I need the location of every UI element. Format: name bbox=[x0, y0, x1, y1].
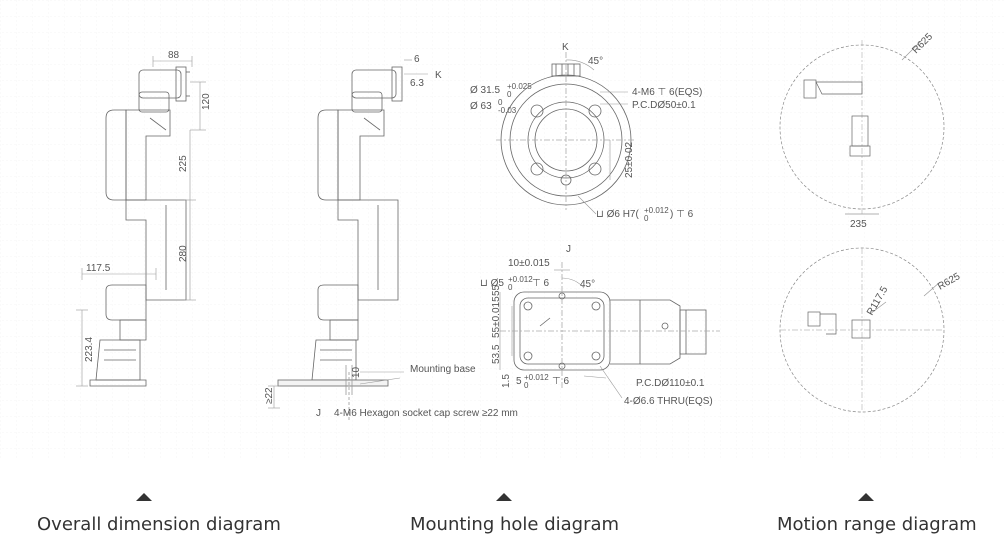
base-pin2-depth: ⊤ 6 bbox=[552, 376, 569, 387]
base-dim-55: 55 bbox=[491, 284, 502, 296]
overall-dim-225: 225 bbox=[178, 155, 189, 172]
base-pin-tol-lower: 0 bbox=[508, 283, 513, 292]
flange-dim-63-tol-lower: -0.03 bbox=[498, 106, 517, 115]
base-dim-10: 10±0.015 bbox=[508, 258, 550, 269]
flange-dim-25: 25±0.02 bbox=[624, 141, 635, 178]
flange-pcd50: P.C.DØ50±0.1 bbox=[632, 100, 696, 111]
side-label-j: J bbox=[316, 408, 321, 419]
flange-angle: 45° bbox=[588, 56, 603, 67]
flange-label-k: K bbox=[562, 42, 569, 53]
flange-h7-depth: ) ⊤ 6 bbox=[670, 209, 694, 220]
side-dim-22: ≥22 bbox=[264, 387, 275, 404]
base-pin2-tol-upper: +0.012 bbox=[524, 373, 549, 382]
overall-dimension-caption: Overall dimension diagram bbox=[37, 514, 281, 535]
motion-range-bottom bbox=[779, 247, 945, 413]
base-label-j: J bbox=[566, 244, 571, 255]
screw-spec-label: 4-M6 Hexagon socket cap screw ≥22 mm bbox=[334, 408, 518, 419]
mounting-hole-caption: Mounting hole diagram bbox=[410, 514, 620, 535]
motion-dim-235: 235 bbox=[850, 219, 867, 230]
base-thru-holes: 4-Ø6.6 THRU(EQS) bbox=[624, 396, 713, 407]
mounting-caption-arrow-icon bbox=[496, 493, 512, 501]
base-dim-55-tol: 55±0.015 bbox=[491, 296, 502, 338]
flange-h7-spec: ⊔ Ø6 H7( bbox=[596, 209, 639, 220]
base-drawing bbox=[499, 262, 720, 399]
overall-caption-arrow-icon bbox=[136, 493, 152, 501]
flange-dim-63-tol-upper: 0 bbox=[498, 98, 503, 107]
overall-dimension-drawing bbox=[76, 56, 206, 387]
side-view-drawing bbox=[268, 59, 428, 420]
motion-range-caption: Motion range diagram bbox=[777, 514, 977, 535]
base-pin-spec: ⊔ Ø5 bbox=[480, 278, 504, 289]
background-grid bbox=[0, 0, 1005, 460]
overall-dim-120: 120 bbox=[201, 93, 212, 110]
motion-caption-arrow-icon bbox=[858, 493, 874, 501]
base-pin-tol-upper: +0.012 bbox=[508, 275, 533, 284]
side-dim-10: 10 bbox=[351, 366, 362, 378]
flange-drawing bbox=[496, 52, 636, 215]
base-angle: 45° bbox=[580, 279, 595, 290]
side-dim-6: 6 bbox=[414, 54, 420, 65]
base-dim-53-5: 53.5 bbox=[491, 344, 502, 364]
base-pin2: 5 bbox=[516, 376, 522, 387]
mounting-base-label: Mounting base bbox=[410, 364, 476, 375]
overall-dim-280: 280 bbox=[178, 245, 189, 262]
overall-dim-223-4: 223.4 bbox=[84, 337, 95, 362]
base-dim-1-5: 1.5 bbox=[501, 374, 512, 388]
base-pcd110: P.C.DØ110±0.1 bbox=[636, 378, 705, 389]
flange-h7-tol-lower: 0 bbox=[644, 214, 649, 223]
flange-dim-63: Ø 63 bbox=[470, 101, 492, 112]
flange-dim-31-5: Ø 31.5 bbox=[470, 85, 500, 96]
side-label-k: K bbox=[435, 70, 442, 81]
overall-dim-117-5: 117.5 bbox=[86, 263, 111, 274]
side-dim-6-3: 6.3 bbox=[410, 78, 424, 89]
base-pin-depth: ⊤ 6 bbox=[532, 278, 549, 289]
flange-dim-31-5-tol-upper: +0.025 bbox=[507, 82, 532, 91]
base-pin2-tol-lower: 0 bbox=[524, 381, 529, 390]
overall-dim-88: 88 bbox=[168, 50, 180, 61]
flange-dim-31-5-tol-lower: 0 bbox=[507, 90, 512, 99]
flange-m6-spec: 4-M6 ⊤ 6(EQS) bbox=[632, 87, 702, 98]
motion-range-top bbox=[779, 39, 945, 215]
flange-h7-tol-upper: +0.012 bbox=[644, 206, 669, 215]
